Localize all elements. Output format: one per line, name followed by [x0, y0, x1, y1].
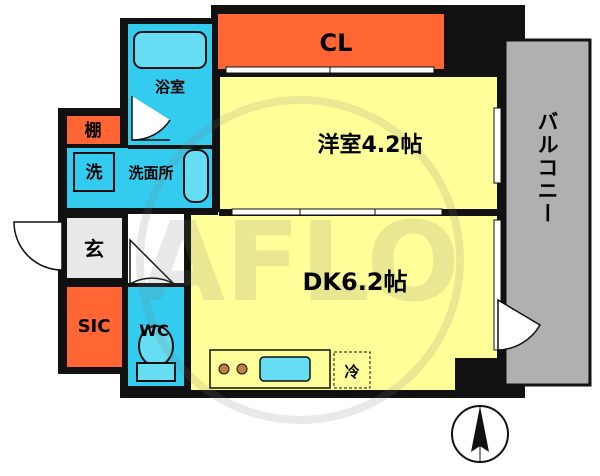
door-wc: [129, 238, 175, 286]
closet-area: [218, 14, 444, 69]
shelf-label: 棚: [85, 120, 102, 141]
partition-wc-dk: [184, 210, 191, 390]
washer-label: 洗: [86, 162, 103, 183]
partition-left-western: [212, 77, 220, 212]
partition-hall-wc: [128, 283, 184, 287]
sliding-door-closet: [225, 66, 435, 74]
entrance-label: 玄: [84, 237, 104, 261]
toilet-tank: [136, 362, 176, 382]
bathtub: [133, 31, 207, 69]
washbasin: [183, 149, 209, 203]
partition-bath-washroom: [128, 145, 212, 149]
window-western: [493, 107, 502, 184]
stove-burner-left: [218, 363, 230, 375]
sic-area: [67, 287, 122, 367]
north-arrow-icon: [451, 405, 509, 463]
washer-box: [73, 152, 115, 192]
shelf-area: [67, 116, 120, 144]
dk-area: [190, 215, 497, 358]
entrance-area: [67, 218, 122, 278]
balcony-label: バルコニー: [535, 111, 559, 226]
fridge-label: 冷: [344, 363, 359, 381]
western-room-area: [219, 77, 497, 210]
door-balcony: [497, 298, 542, 351]
bath-label: 浴室: [155, 78, 185, 96]
closet-label: CL: [320, 29, 353, 57]
door-bath: [131, 96, 171, 141]
washroom-label: 洗面所: [128, 164, 173, 182]
wc-label: WC: [139, 321, 168, 340]
sliding-door-western-dk: [231, 208, 443, 216]
kitchen-sink: [259, 356, 311, 382]
svg-text:AFLO: AFLO: [140, 198, 460, 326]
dk-label: DK6.2帖: [302, 268, 407, 296]
fridge-space: [333, 351, 371, 389]
sic-label: SIC: [78, 316, 111, 337]
door-entrance: [13, 221, 63, 271]
watermark: AFLO: [136, 96, 464, 424]
western-room-label: 洋室4.2帖: [318, 132, 423, 158]
stove-burner-right: [236, 363, 248, 375]
